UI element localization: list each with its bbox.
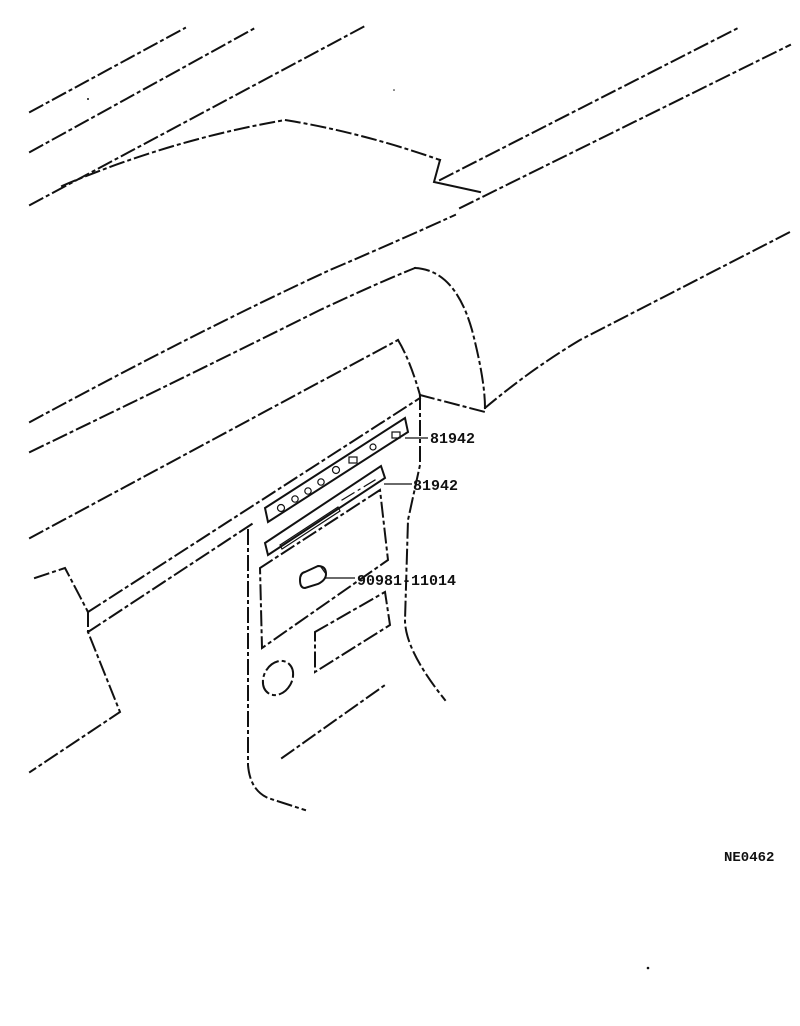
lower-switch-panel	[263, 464, 387, 557]
upper-switch-buttons	[276, 431, 401, 513]
callout-label-81942-lower: 81942	[413, 478, 458, 495]
callout-label-81942-upper: 81942	[430, 431, 475, 448]
dashboard-top	[28, 213, 792, 634]
upper-switch-panel	[263, 416, 410, 524]
bulb-icon	[298, 564, 328, 590]
leader-lines	[325, 437, 428, 579]
center-openings	[258, 488, 392, 697]
windshield-outline	[28, 24, 792, 210]
drawing-code: NE0462	[724, 850, 774, 866]
center-console-outline	[247, 394, 447, 812]
scan-specks	[87, 89, 650, 970]
callout-label-bulb: 90981-11014	[357, 573, 456, 590]
left-panel-outline	[28, 566, 122, 774]
